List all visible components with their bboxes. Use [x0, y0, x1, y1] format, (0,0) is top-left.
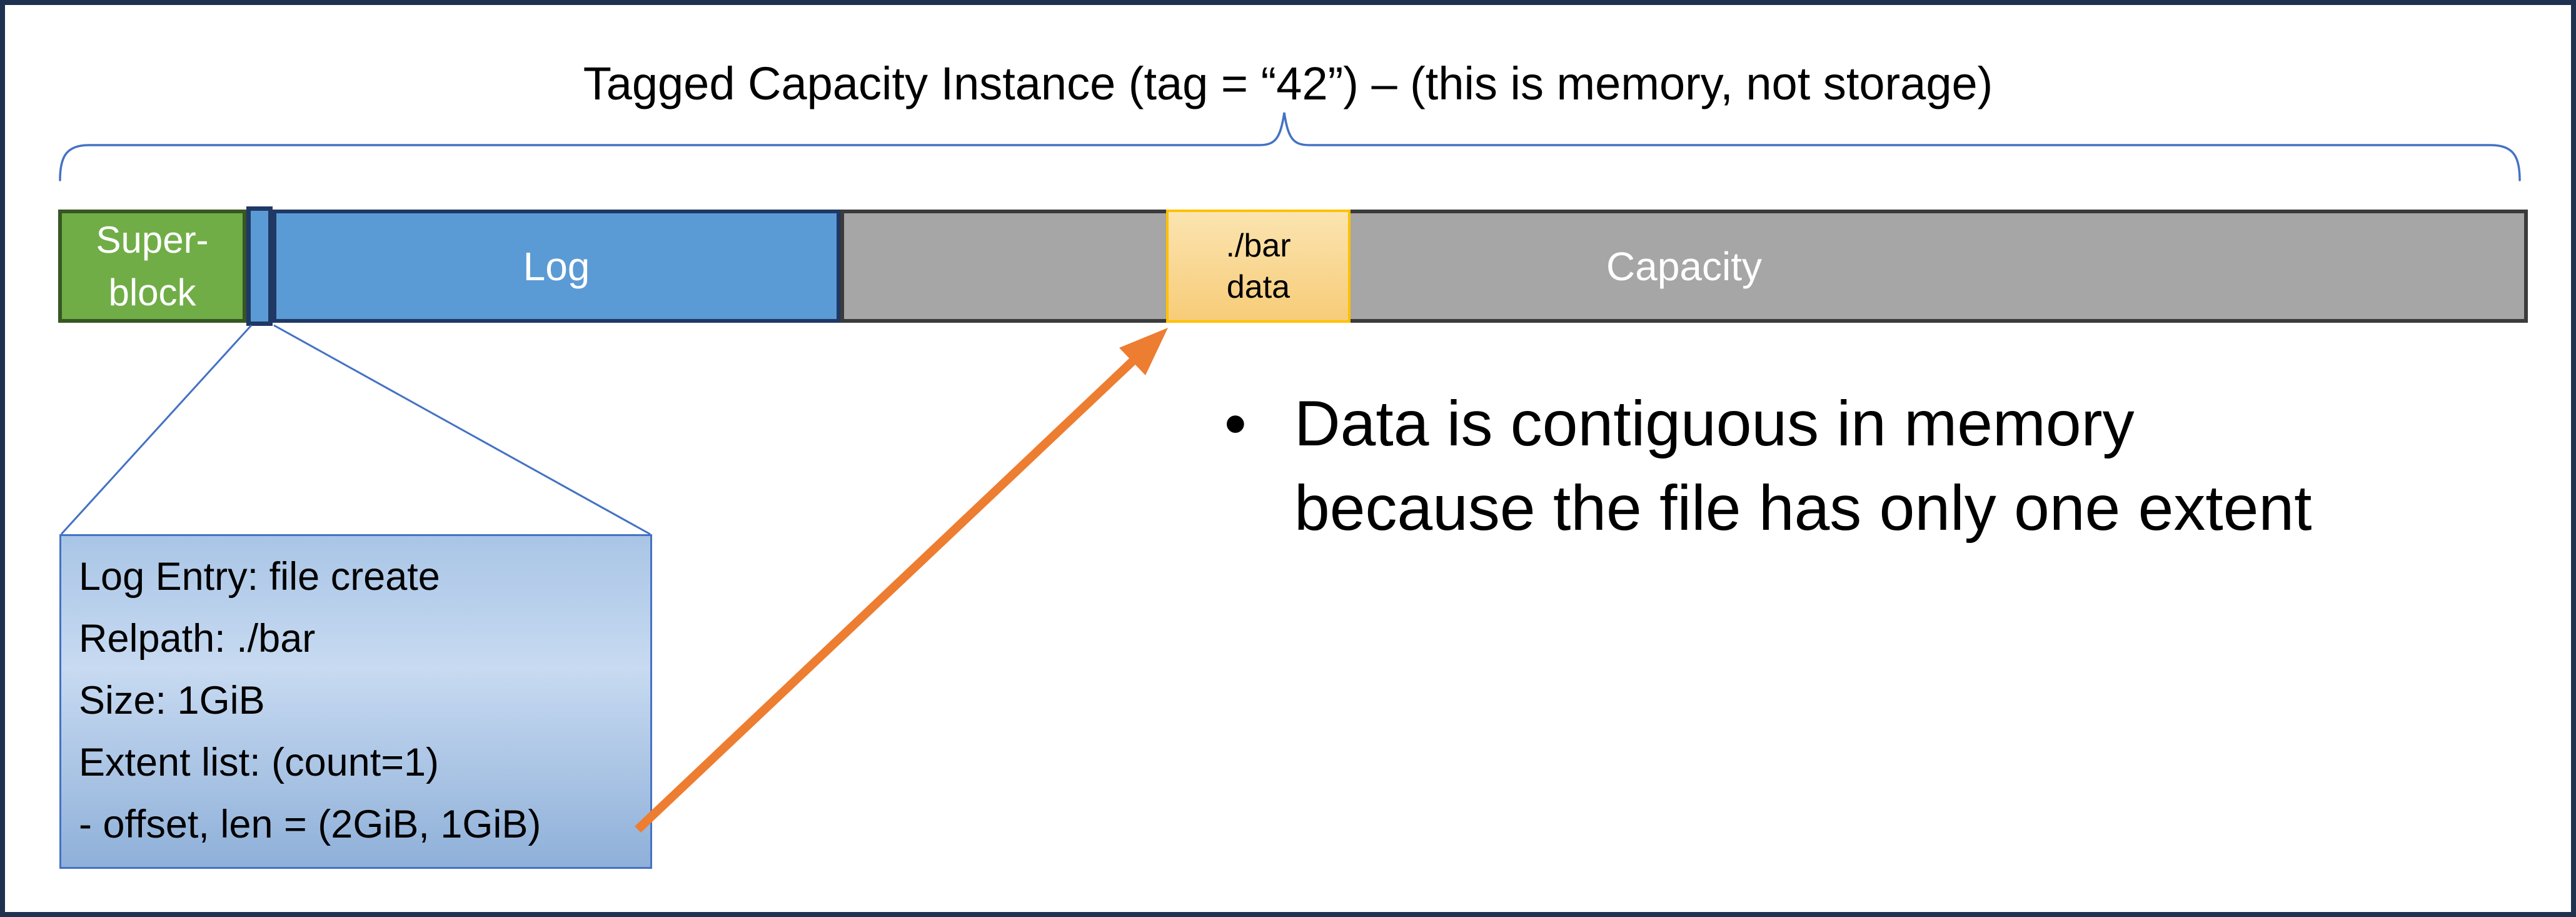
extent-pointer-arrow-shaft	[635, 356, 1137, 833]
file-data-label-line1: ./bar	[1225, 227, 1291, 264]
page-title: Tagged Capacity Instance (tag = “42”) – …	[583, 58, 1993, 109]
capacity-span-brace	[59, 112, 2521, 181]
callout-connector-left	[60, 324, 253, 535]
callout-connector-right	[273, 324, 651, 535]
callout-line-extent-list: Extent list: (count=1)	[79, 741, 440, 784]
bullet-text-line2: because the file has only one extent	[1294, 472, 2312, 544]
bullet-annotation: • Data is contiguous in memory because t…	[1224, 382, 2537, 550]
callout-line-size: Size: 1GiB	[79, 679, 265, 722]
superblock-segment: Super- block	[58, 210, 246, 323]
callout-line-log-entry: Log Entry: file create	[79, 555, 440, 599]
log-label: Log	[523, 243, 590, 289]
log-entry-slice	[246, 206, 273, 326]
callout-line-relpath: Relpath: ./bar	[79, 617, 316, 661]
bullet-marker: •	[1224, 388, 1247, 459]
bullet-text-line1: Data is contiguous in memory	[1294, 388, 2135, 459]
callout-line-offset-len: - offset, len = (2GiB, 1GiB)	[79, 803, 541, 846]
memory-bar: Super- block Log Capacity ./bar data	[58, 206, 2528, 326]
extent-pointer-arrow-head	[1119, 328, 1168, 375]
capacity-segment: Capacity	[840, 210, 2528, 323]
capacity-label: Capacity	[1606, 243, 1762, 289]
bar-file-data-segment: ./bar data	[1166, 210, 1351, 323]
log-segment: Log	[273, 210, 840, 323]
superblock-label-line2: block	[108, 271, 196, 313]
log-entry-callout: Log Entry: file create Relpath: ./bar Si…	[59, 534, 652, 869]
superblock-label-line1: Super-	[96, 218, 209, 261]
file-data-label-line2: data	[1226, 268, 1291, 305]
